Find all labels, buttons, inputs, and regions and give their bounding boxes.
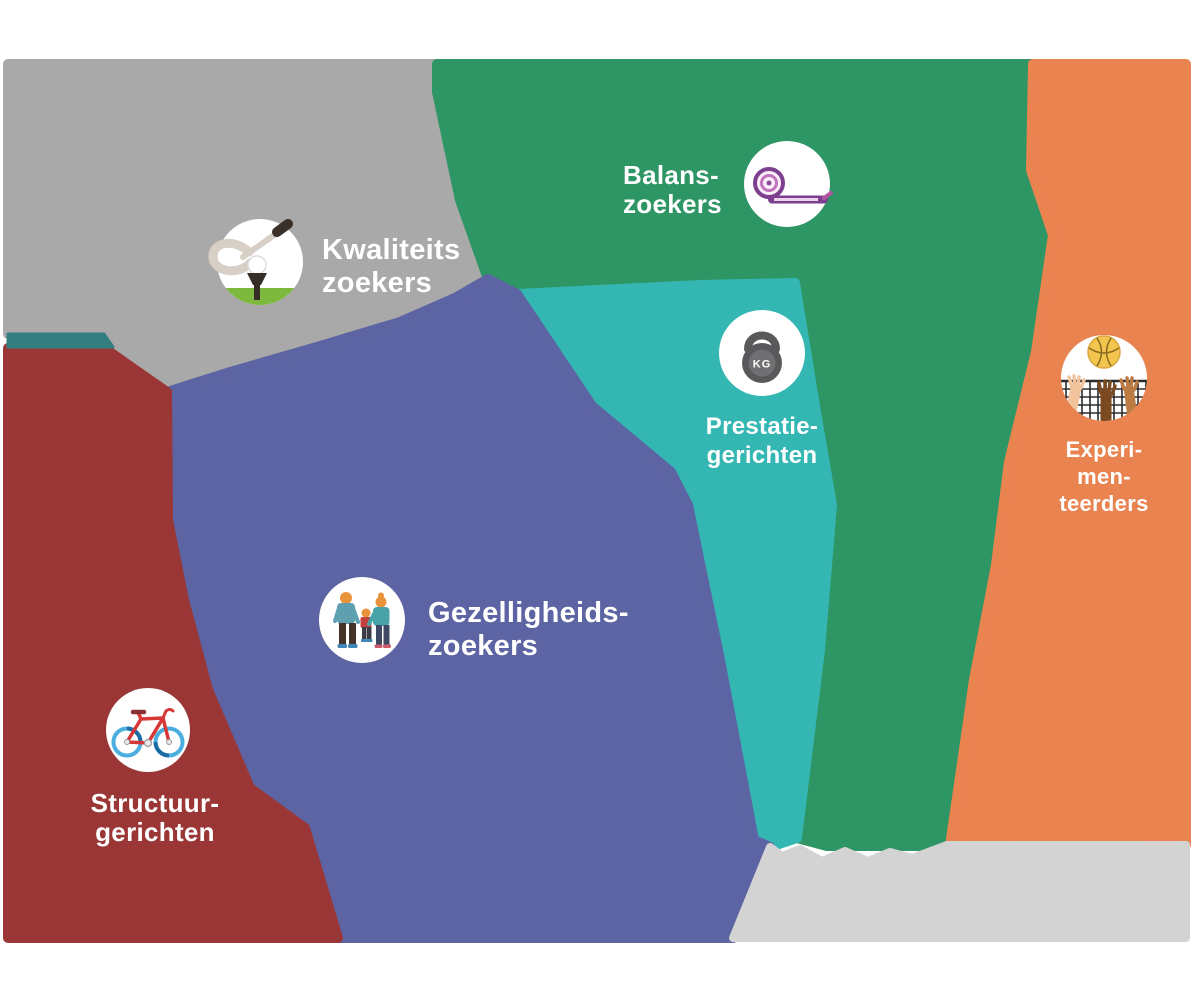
golf-tee-cup: [247, 273, 267, 285]
kettlebell-kg-text: KG: [753, 359, 772, 371]
family-icon: [319, 577, 405, 663]
balans-label-line2: zoekers: [623, 189, 722, 219]
family-mother: [367, 592, 391, 648]
bicycle-rear-wheel-shade: [126, 726, 143, 743]
region-teal-sliver: [6, 332, 115, 349]
kettlebell-body-inner: [748, 349, 776, 377]
prestatie-label-line1: Prestatie-: [706, 413, 818, 440]
family-child: [360, 608, 373, 642]
kettlebell-icon: KG: [719, 310, 805, 396]
experi-label-line3: teerders: [1059, 491, 1148, 516]
experi-label-line1: Experi-: [1066, 437, 1143, 462]
party-horn-roll-center: [766, 180, 772, 186]
gezelligheids-label-line2: zoekers: [428, 630, 538, 662]
kwaliteits-label-line2: zoekers: [322, 267, 432, 299]
party-horn-tail: [822, 191, 833, 200]
family-father: [333, 592, 360, 648]
kettlebell-handle: [744, 331, 780, 353]
golf-club-grip: [272, 219, 293, 237]
party-horn-roll-spiral: [760, 174, 778, 192]
volleyball-hands-net-icon: [1061, 335, 1147, 421]
bicycle-handlebar: [161, 708, 175, 720]
party-horn-icon: [744, 141, 833, 227]
hand-dark: [1097, 379, 1117, 421]
region-structuurgerichten: [3, 343, 343, 943]
region-bottom-gray: [729, 841, 1190, 942]
prestatie-label-line2: gerichten: [707, 442, 818, 469]
gezelligheids-label-line1: Gezelligheids-: [428, 597, 629, 629]
balans-label-line1: Balans-: [623, 160, 719, 190]
volleyball-ball: [1087, 335, 1121, 369]
hand-medium: [1119, 376, 1139, 419]
golf-club-head: [208, 238, 255, 276]
bicycle-front-hub: [166, 739, 172, 745]
bicycle-crank: [143, 738, 153, 748]
structuur-label-line2: gerichten: [95, 817, 215, 847]
bicycle-front-wheel-shade: [153, 741, 170, 758]
kwaliteits-label-line1: Kwaliteits: [322, 234, 460, 266]
icon-circle: [744, 141, 830, 227]
volleyball-seams: [1088, 337, 1120, 367]
golf-tee-stem: [254, 285, 260, 300]
structuur-label-line1: Structuur-: [91, 788, 220, 818]
golf-ball: [247, 255, 267, 275]
region-experimenteerders: [945, 59, 1191, 851]
bicycle-icon: [106, 688, 190, 772]
experi-label-line2: men-: [1077, 464, 1131, 489]
bicycle-rear-hub: [124, 739, 130, 745]
